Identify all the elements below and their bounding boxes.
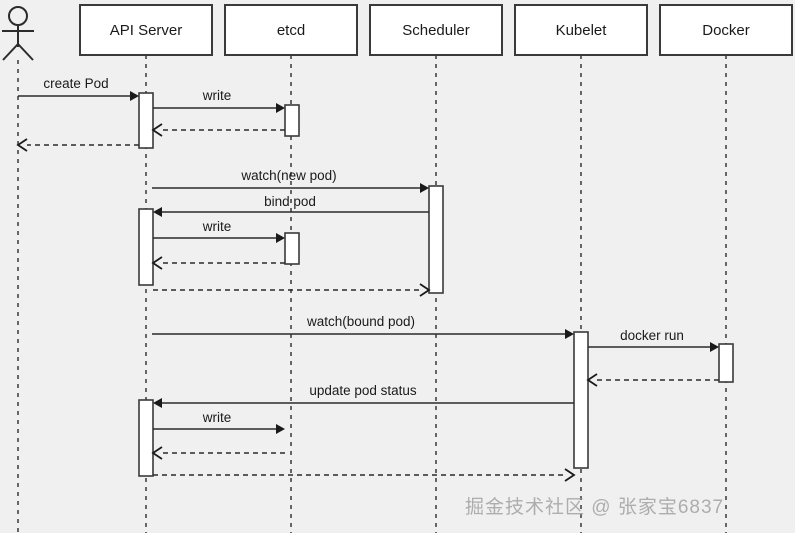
message-msg-docker-run[interactable]: docker run	[588, 328, 719, 352]
activation-bar-act-scheduler-1	[428, 185, 444, 294]
message-arrowhead-msg-create-pod	[130, 91, 139, 101]
message-arrowhead-msg-watch-bound-pod	[565, 329, 574, 339]
message-msg-docker-return[interactable]	[586, 373, 719, 387]
message-label-msg-write-1: write	[202, 88, 232, 103]
participant-box-docker	[659, 4, 793, 56]
participant-label-docker: Docker	[702, 22, 750, 39]
participant-box-api-server	[79, 4, 213, 56]
message-msg-bind-pod-return[interactable]	[153, 283, 431, 297]
message-msg-create-pod-return[interactable]	[16, 138, 139, 152]
activation-bar-act-api-3	[138, 399, 154, 477]
participant-boxes-group: API Server etcd Scheduler Kubelet Docker	[79, 4, 793, 56]
message-msg-write-return-3[interactable]	[151, 446, 285, 460]
participant-label-kubelet: Kubelet	[556, 22, 608, 39]
message-label-msg-watch-bound-pod: watch(bound pod)	[306, 314, 415, 329]
message-label-msg-docker-run: docker run	[620, 328, 684, 343]
participant-etcd[interactable]: etcd	[224, 4, 358, 56]
activation-bar-act-etcd-2	[284, 232, 300, 265]
actor-leg-right-icon	[17, 43, 34, 61]
message-msg-write-return-1[interactable]	[151, 123, 285, 137]
message-msg-write-2[interactable]: write	[153, 219, 285, 243]
participant-kubelet[interactable]: Kubelet	[514, 4, 648, 56]
message-arrowhead-msg-write-3	[276, 424, 285, 434]
participant-label-api-server: API Server	[110, 22, 183, 39]
message-arrowhead-msg-write-return-2	[151, 256, 163, 270]
message-msg-watch-new-pod[interactable]: watch(new pod)	[152, 168, 429, 193]
message-arrowhead-msg-bind-pod-return	[419, 283, 431, 297]
message-arrowhead-msg-create-pod-return	[16, 138, 28, 152]
message-msg-update-pod-status[interactable]: update pod status	[153, 383, 574, 408]
message-msg-kubelet-return[interactable]	[153, 468, 576, 482]
messages-group: create Pod write watch(new pod) bind pod wri…	[16, 76, 719, 482]
message-msg-watch-bound-pod[interactable]: watch(bound pod)	[152, 314, 574, 339]
message-label-msg-update-pod-status: update pod status	[309, 383, 417, 398]
message-label-msg-bind-pod: bind pod	[264, 194, 316, 209]
participant-api-server[interactable]: API Server	[79, 4, 213, 56]
participant-box-etcd	[224, 4, 358, 56]
activation-bar-act-kubelet-1	[573, 331, 589, 469]
activation-bar-act-api-1	[138, 92, 154, 149]
message-msg-create-pod[interactable]: create Pod	[18, 76, 139, 101]
participant-box-kubelet	[514, 4, 648, 56]
message-arrowhead-msg-watch-new-pod	[420, 183, 429, 193]
message-arrowhead-msg-docker-return	[586, 373, 598, 387]
activation-bar-act-docker-1	[718, 343, 734, 383]
message-arrowhead-msg-write-return-1	[151, 123, 163, 137]
message-label-msg-write-2: write	[202, 219, 232, 234]
actor-user[interactable]	[2, 6, 34, 61]
participant-scheduler[interactable]: Scheduler	[369, 4, 503, 56]
actor-leg-left-icon	[2, 43, 19, 61]
message-arrowhead-msg-write-2	[276, 233, 285, 243]
message-msg-write-3[interactable]: write	[153, 410, 285, 434]
participant-label-scheduler: Scheduler	[402, 22, 470, 39]
participant-docker[interactable]: Docker	[659, 4, 793, 56]
message-label-msg-watch-new-pod: watch(new pod)	[240, 168, 336, 183]
message-arrowhead-msg-docker-run	[710, 342, 719, 352]
message-arrowhead-msg-write-return-3	[151, 446, 163, 460]
activation-bar-act-etcd-1	[284, 104, 300, 137]
activation-bar-act-api-2	[138, 208, 154, 286]
activation-bars-group	[138, 92, 734, 477]
message-arrowhead-msg-write-1	[276, 103, 285, 113]
message-arrowhead-msg-kubelet-return	[564, 468, 576, 482]
participant-box-scheduler	[369, 4, 503, 56]
lifelines-group	[17, 55, 727, 533]
message-msg-write-1[interactable]: write	[153, 88, 285, 113]
actor-head-icon	[8, 6, 28, 26]
message-msg-write-return-2[interactable]	[151, 256, 285, 270]
message-msg-bind-pod[interactable]: bind pod	[153, 194, 429, 217]
message-arrowhead-msg-bind-pod	[153, 207, 162, 217]
participant-label-etcd: etcd	[277, 22, 305, 39]
message-arrowhead-msg-update-pod-status	[153, 398, 162, 408]
message-label-msg-write-3: write	[202, 410, 232, 425]
message-label-msg-create-pod: create Pod	[43, 76, 108, 91]
